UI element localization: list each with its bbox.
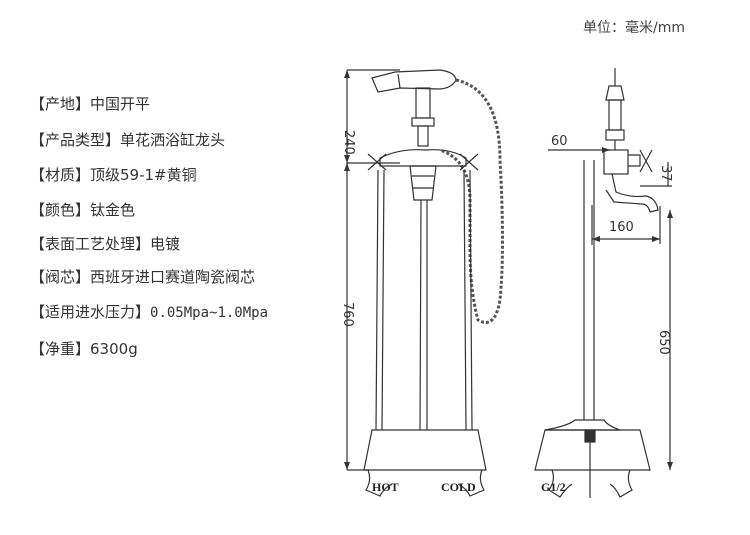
spec-label: 【颜色】 — [30, 201, 91, 219]
spec-label: 【材质】 — [30, 166, 91, 184]
dim-240: 240 — [341, 130, 356, 155]
label-inlet: G1/2 — [541, 480, 566, 494]
base-front — [363, 429, 487, 471]
side-handle — [628, 154, 641, 167]
shower-holder — [415, 87, 431, 119]
spec-value: 钛金色 — [90, 201, 136, 219]
shower-head — [371, 69, 457, 93]
side-spout — [605, 173, 659, 213]
leg-right — [469, 169, 473, 431]
leg-left — [375, 169, 379, 431]
spec-label: 【表面工艺处理】 — [30, 235, 151, 253]
spec-value: 单花洒浴缸龙头 — [120, 131, 226, 149]
spec-material: 【材质】顶级59-1#黄铜 — [30, 164, 197, 185]
side-foot — [609, 469, 633, 498]
side-base — [534, 429, 651, 471]
spec-value: 0.05Mpa~1.0Mpa — [150, 305, 269, 321]
mixer-body — [379, 149, 467, 167]
label-cold: COLD — [441, 480, 476, 494]
side-valve — [603, 149, 629, 175]
spec-color: 【颜色】钛金色 — [30, 199, 135, 220]
unit-label: 单位：毫米/mm — [583, 20, 685, 36]
hot-handle — [367, 153, 387, 171]
spec-value: 6300g — [90, 340, 138, 358]
leg-center — [419, 199, 422, 431]
spec-label: 【适用进水压力】 — [30, 303, 151, 321]
side-shower-head — [605, 85, 625, 101]
side-base-neck — [544, 419, 621, 431]
spec-value: 电镀 — [150, 235, 181, 253]
spec-surface: 【表面工艺处理】电镀 — [30, 233, 180, 254]
spec-product-type: 【产品类型】单花洒浴缸龙头 — [30, 129, 225, 150]
cold-handle — [459, 153, 479, 171]
spec-label: 【产品类型】 — [30, 131, 121, 149]
spec-value: 中国开平 — [90, 95, 151, 113]
dim-760: 760 — [340, 302, 355, 327]
spec-label: 【净重】 — [30, 340, 91, 358]
spec-water-pressure: 【适用进水压力】0.05Mpa~1.0Mpa — [30, 301, 268, 322]
foot-hot — [365, 469, 393, 497]
spec-origin: 【产地】中国开平 — [30, 93, 150, 114]
side-handle-cross — [639, 149, 653, 173]
spec-label: 【阀芯】 — [30, 268, 91, 286]
inlet-thread — [584, 429, 596, 443]
dim-650: 650 — [656, 330, 671, 355]
spec-label: 【产地】 — [30, 95, 91, 113]
spec-value: 西班牙进口赛道陶瓷阀芯 — [90, 268, 256, 286]
foot-cold — [457, 469, 485, 497]
side-foot — [548, 469, 573, 498]
dim-37: 37 — [658, 165, 673, 182]
spec-net-weight: 【净重】6300g — [30, 338, 138, 359]
spout-bell — [409, 165, 437, 201]
label-hot: HOT — [372, 480, 399, 494]
dim-60: 60 — [551, 134, 568, 149]
spec-value: 顶级59-1#黄铜 — [90, 166, 197, 184]
spec-valve-core: 【阀芯】西班牙进口赛道陶瓷阀芯 — [30, 266, 255, 287]
dim-160: 160 — [609, 220, 634, 235]
